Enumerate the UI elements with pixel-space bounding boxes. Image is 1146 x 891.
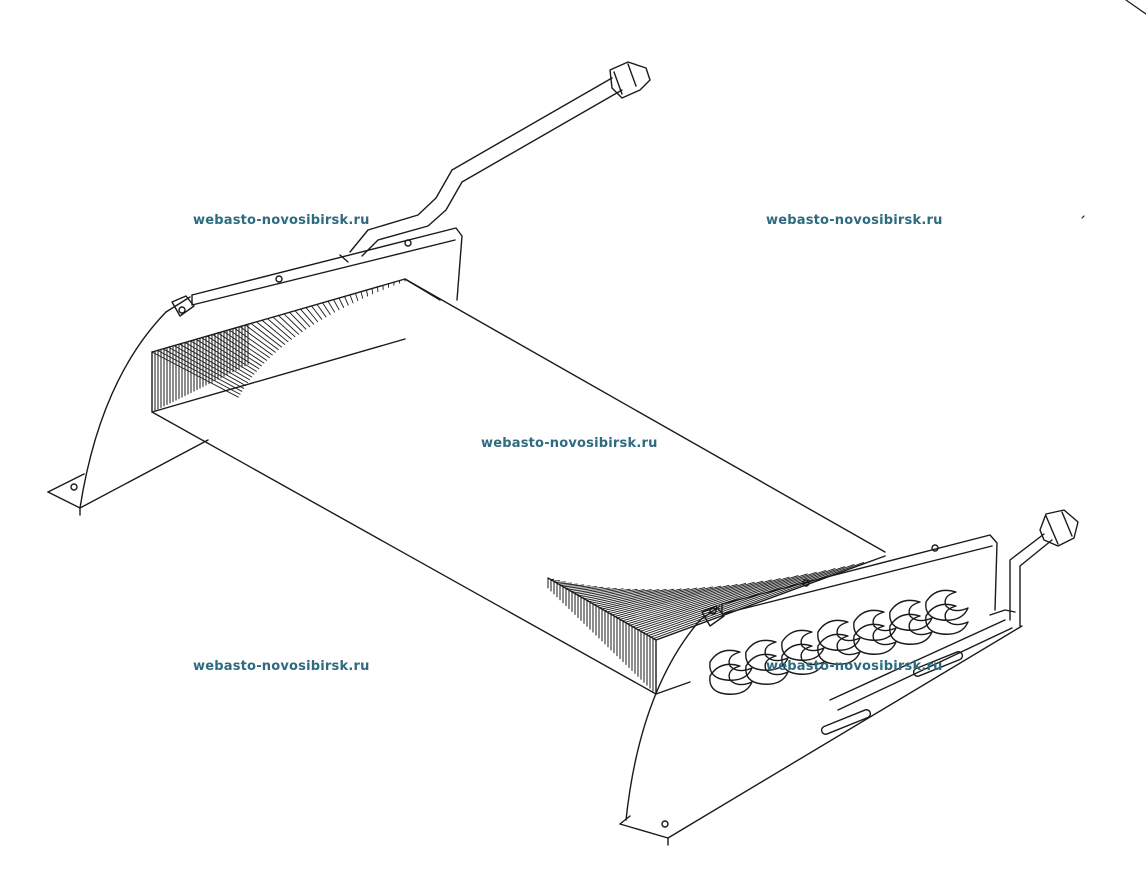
left-bracket bbox=[47, 227, 463, 516]
watermark-text: webasto-novosibirsk.ru bbox=[193, 213, 370, 228]
right-bracket bbox=[619, 534, 1023, 846]
watermark-text: webasto-novosibirsk.ru bbox=[481, 436, 658, 451]
left-pipe bbox=[339, 61, 651, 263]
right-pipe bbox=[829, 509, 1079, 711]
watermark-text: webasto-novosibirsk.ru bbox=[766, 659, 943, 674]
watermark-text: webasto-novosibirsk.ru bbox=[766, 213, 943, 228]
u-bend-tubes bbox=[709, 589, 969, 695]
watermark-text: webasto-novosibirsk.ru bbox=[193, 659, 370, 674]
radiator-core bbox=[151, 278, 886, 695]
